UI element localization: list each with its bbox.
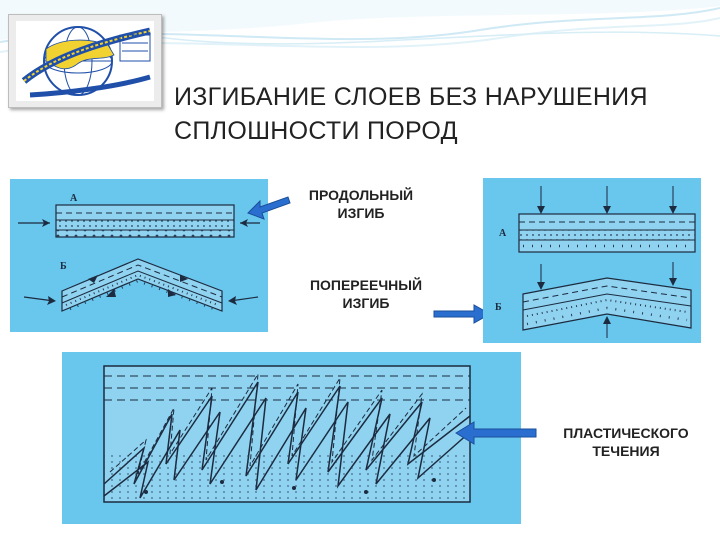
slide-title: ИЗГИБАНИЕ СЛОЕВ БЕЗ НАРУШЕНИЯ СПЛОШНОСТИ… <box>174 80 714 148</box>
label-longitudinal-line-2: ИЗГИБ <box>337 205 385 221</box>
letter-b-left: Б <box>60 261 67 272</box>
label-transverse-line-2: ИЗГИБ <box>342 295 390 311</box>
organization-logo-icon <box>16 21 154 101</box>
slide-title-line-2: СПЛОШНОСТИ ПОРОД <box>174 117 458 145</box>
pointer-arrow-longitudinal-icon <box>247 196 291 220</box>
label-plastic-flow: ПЛАСТИЧЕСКОГО ТЕЧЕНИЯ <box>538 424 714 460</box>
logo-frame <box>8 14 162 108</box>
letter-a-left: А <box>70 193 78 204</box>
transverse-bending-diagram: А Б <box>483 178 701 343</box>
longitudinal-bending-illustration: А Б <box>18 193 260 312</box>
label-transverse-line-1: ПОПЕРЕЕЧНЫЙ <box>309 277 423 293</box>
letter-b-right: Б <box>495 302 502 313</box>
label-plastic-line-2: ТЕЧЕНИЯ <box>592 443 660 459</box>
label-longitudinal-line-1: ПРОДОЛЬНЫЙ <box>308 187 414 203</box>
transverse-bending-illustration: А Б <box>495 186 696 338</box>
label-longitudinal-bending: ПРОДОЛЬНЫЙ ИЗГИБ <box>286 186 436 222</box>
pointer-arrow-transverse-icon <box>433 304 492 324</box>
plastic-flow-illustration <box>103 365 471 503</box>
plastic-flow-diagram <box>62 352 521 524</box>
longitudinal-bending-diagram: А Б <box>10 179 268 332</box>
pointer-arrow-plastic-flow-icon <box>455 421 537 445</box>
slide-title-line-1: ИЗГИБАНИЕ СЛОЕВ БЕЗ НАРУШЕНИЯ <box>174 83 648 111</box>
letter-a-right: А <box>499 228 507 239</box>
label-transverse-bending: ПОПЕРЕЕЧНЫЙ ИЗГИБ <box>286 276 446 312</box>
label-plastic-line-1: ПЛАСТИЧЕСКОГО <box>563 425 689 441</box>
